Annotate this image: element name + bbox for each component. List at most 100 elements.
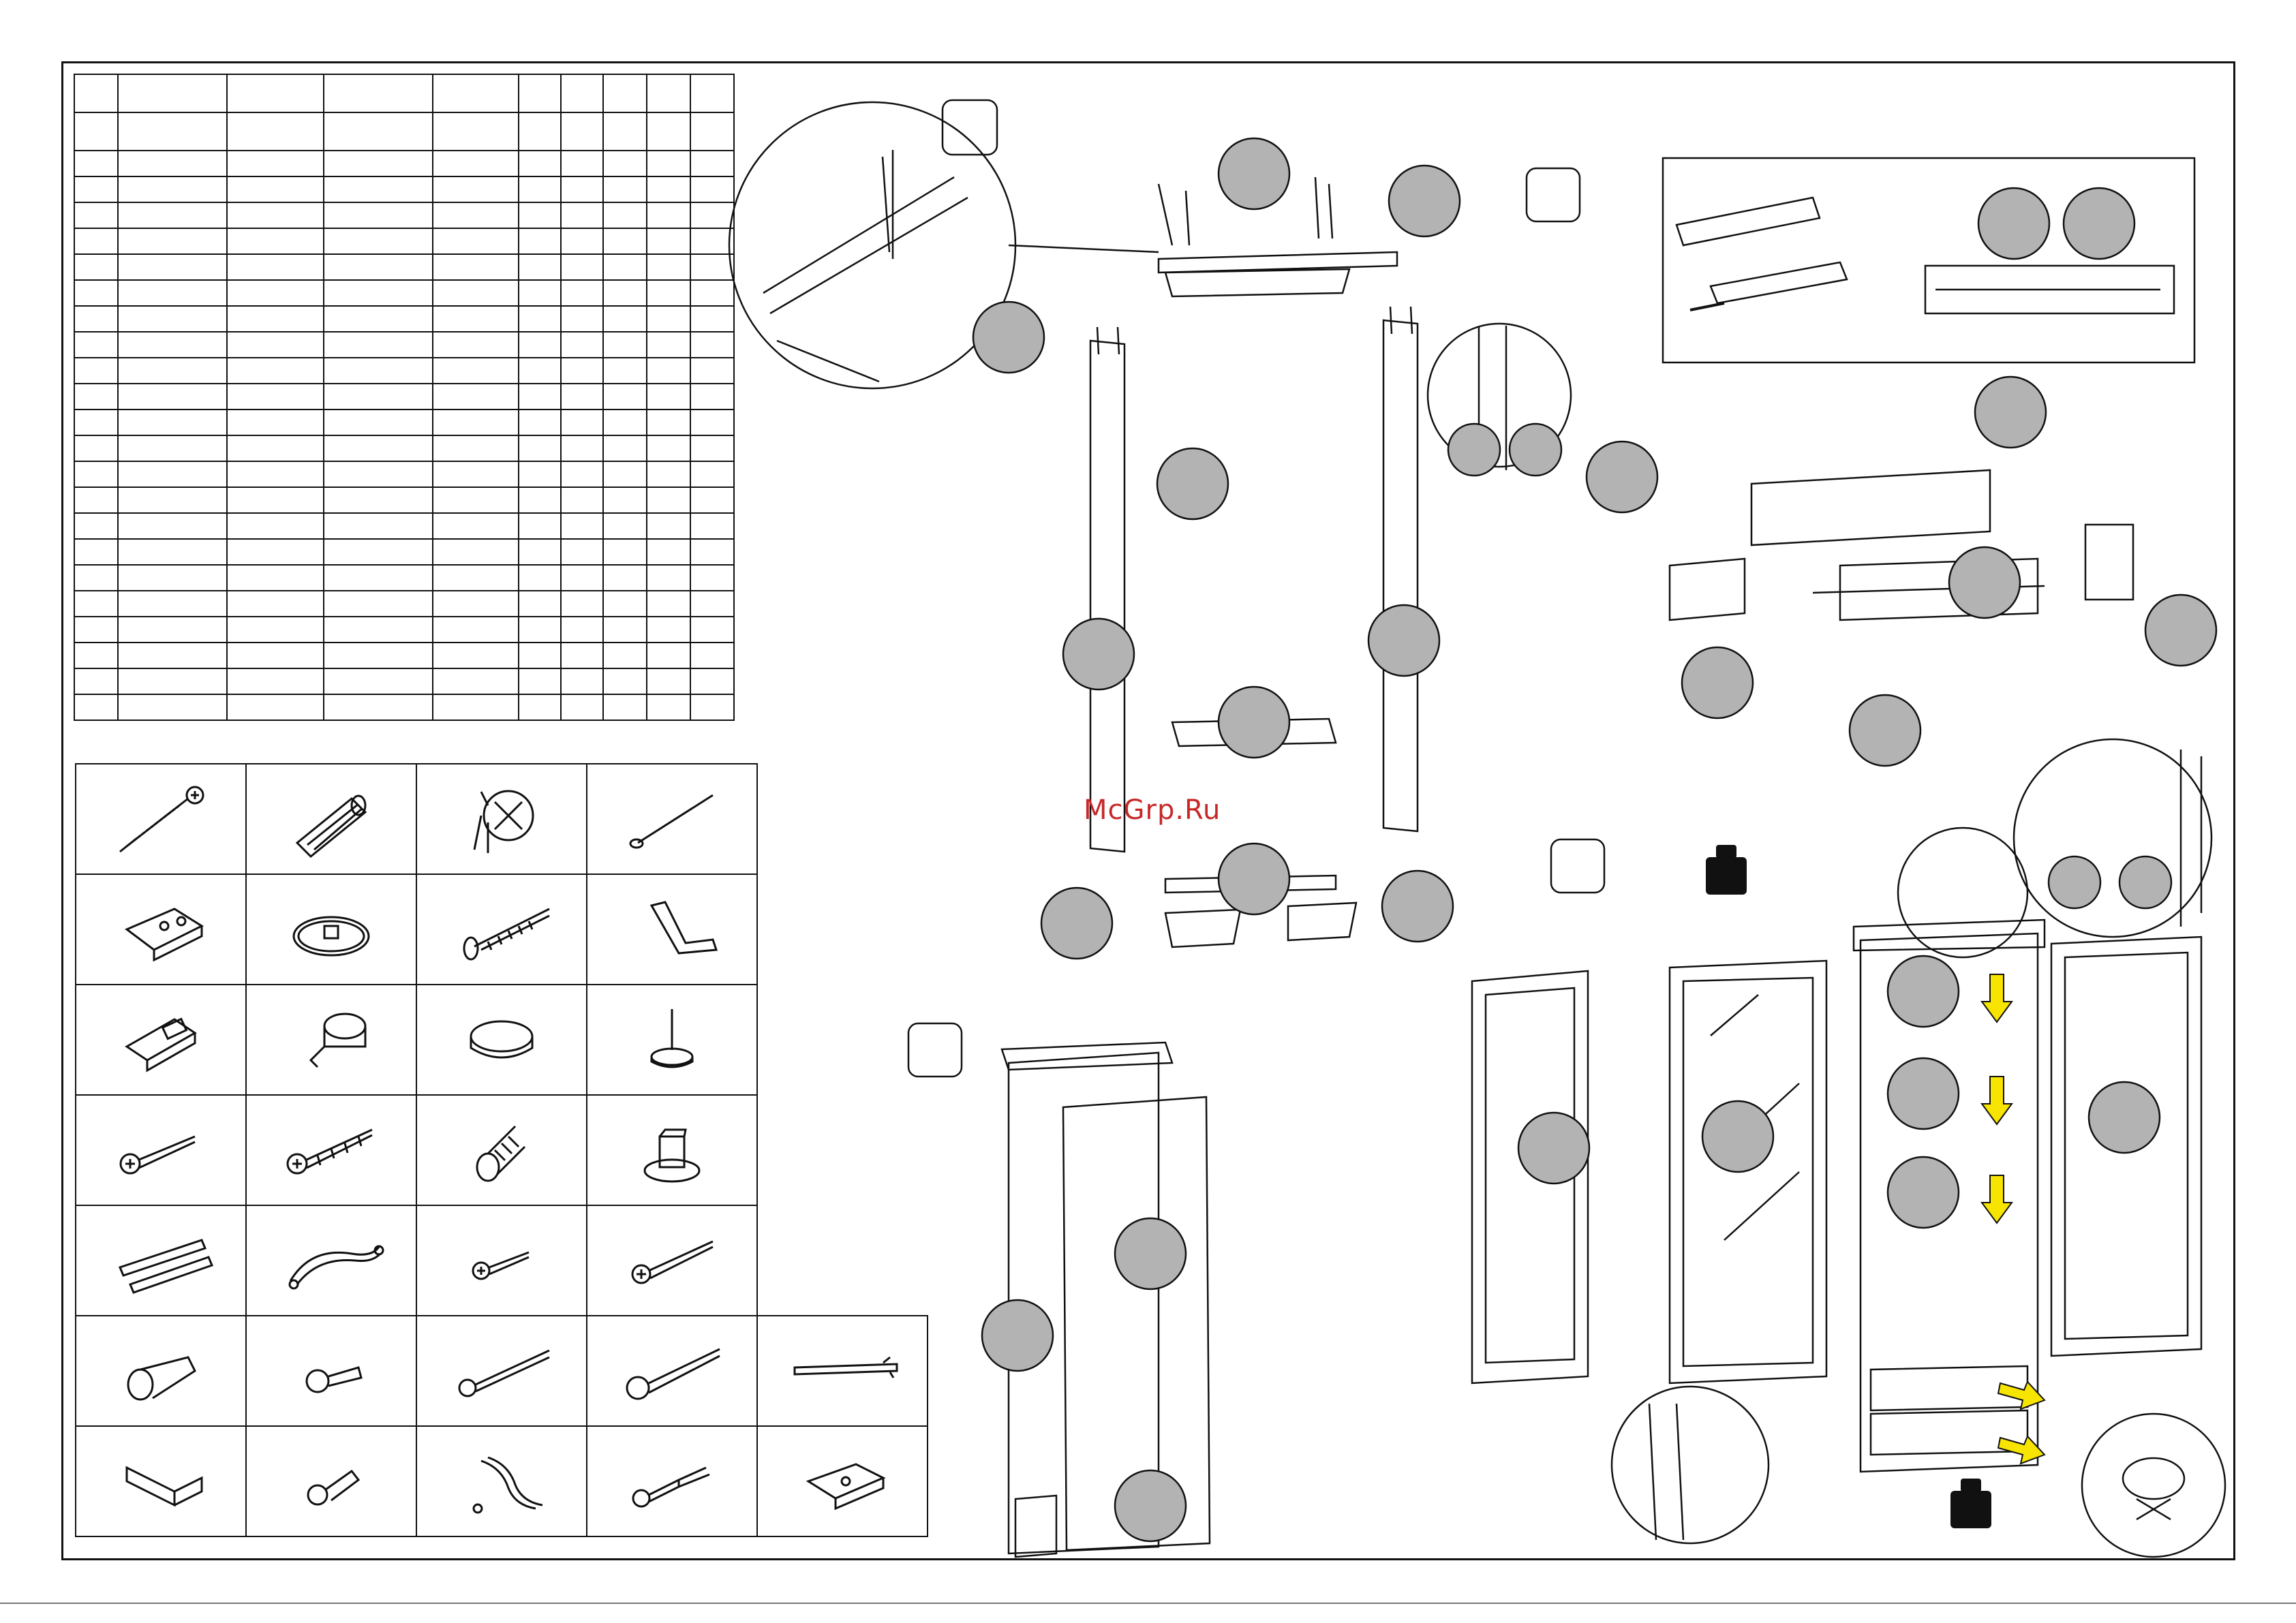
drawer-handle-icon [288, 1245, 384, 1290]
parts-table-cell [560, 331, 604, 358]
hw-cell [416, 1094, 587, 1206]
parts-table-cell [226, 435, 324, 462]
step-box-1 [941, 99, 998, 156]
parts-table-cell [323, 202, 433, 229]
parts-table-cell [518, 176, 562, 203]
parts-table-row [74, 357, 735, 384]
parts-table-cell [74, 461, 119, 488]
callout-circle [2144, 593, 2218, 667]
cover-cap-icon [470, 1020, 534, 1059]
parts-table-row [74, 279, 735, 307]
parts-table-cell [560, 202, 604, 229]
parts-table-cell [646, 616, 691, 643]
callout-circle [2062, 187, 2136, 260]
hw-cell [75, 984, 247, 1096]
parts-table-cell [518, 253, 562, 281]
runner-detail-box [1662, 157, 2196, 364]
parts-table-cell [518, 668, 562, 695]
callout-circle [1217, 842, 1291, 916]
parts-table-cell [74, 668, 119, 695]
parts-table-cell [117, 590, 228, 617]
parts-table-cell [690, 331, 735, 358]
parts-table-cell [690, 590, 735, 617]
detail-circle-top [728, 101, 1017, 390]
parts-table-cell [646, 202, 691, 229]
parts-table-cell [74, 642, 119, 669]
parts-table-cell [602, 512, 647, 540]
parts-table-cell [690, 357, 735, 384]
yellow-arrow-down [1980, 1175, 2013, 1224]
parts-table-row [74, 616, 735, 643]
parts-table-cell [117, 461, 228, 488]
parts-table-cell [518, 228, 562, 255]
parts-table-cell [560, 486, 604, 514]
parts-table-cell [323, 279, 433, 307]
parts-table-cell [646, 642, 691, 669]
yellow-arrow-left [1997, 1380, 2046, 1410]
weight-icon [1950, 1491, 1991, 1528]
callout-circle [1156, 447, 1229, 521]
parts-table-cell [432, 253, 519, 281]
parts-table-cell [117, 616, 228, 643]
parts-table-cell [518, 279, 562, 307]
parts-table-cell [323, 461, 433, 488]
parts-table-cell [74, 694, 119, 721]
parts-table-cell [602, 642, 647, 669]
parts-table-cell [518, 150, 562, 177]
parts-table-cell [602, 590, 647, 617]
parts-table-row [74, 512, 735, 540]
parts-table-cell [518, 461, 562, 488]
parts-table-row [74, 642, 735, 669]
hw-cell [75, 1094, 247, 1206]
parts-table-cell [602, 564, 647, 591]
parts-table-cell [323, 590, 433, 617]
parts-table-cell [560, 642, 604, 669]
detail-circle-side [1426, 322, 1572, 468]
parts-table-row [74, 668, 735, 695]
parts-table-cell [226, 694, 324, 721]
parts-table-cell [323, 435, 433, 462]
parts-table-cell [560, 253, 604, 281]
hw-cell [416, 763, 587, 875]
parts-table-cell [432, 538, 519, 566]
hw-cell [416, 1205, 587, 1316]
parts-table-cell [323, 616, 433, 643]
parts-table-cell [518, 512, 562, 540]
parts-table-cell [646, 409, 691, 436]
parts-table-cell [432, 279, 519, 307]
parts-table-row [74, 305, 735, 333]
parts-table-cell [117, 668, 228, 695]
parts-table-cell [226, 538, 324, 566]
callout-circle [1701, 1100, 1775, 1173]
hw-cell [416, 874, 587, 985]
callout-circle [1062, 617, 1135, 691]
parts-table-cell [226, 279, 324, 307]
parts-table-cell [432, 694, 519, 721]
callout-circle [1114, 1217, 1187, 1290]
parts-table-cell [432, 331, 519, 358]
parts-table-cell [117, 150, 228, 177]
parts-table-cell [432, 512, 519, 540]
parts-table-cell [226, 668, 324, 695]
parts-table-cell [646, 538, 691, 566]
parts-table-cell [690, 279, 735, 307]
parts-table-cell [560, 435, 604, 462]
parts-table-cell [74, 279, 119, 307]
hw-cell [245, 1425, 417, 1537]
allen-key-icon [649, 901, 718, 955]
weight-icon [1706, 857, 1747, 895]
parts-table-cell [602, 694, 647, 721]
callout-circle [1974, 375, 2047, 449]
parts-table-cell [602, 202, 647, 229]
callout-circle [1508, 422, 1563, 477]
hinge-plate-icon [125, 908, 204, 962]
callout-circle [1217, 137, 1291, 211]
parts-table-row [74, 590, 735, 617]
parts-table-cell [518, 409, 562, 436]
parts-table-cell [117, 486, 228, 514]
parts-table-row [74, 538, 735, 566]
yellow-arrow-down [1980, 1076, 2013, 1126]
parts-table-cell [226, 642, 324, 669]
watermark-text: McGrp.Ru [1084, 794, 1221, 826]
parts-table-cell [690, 228, 735, 255]
